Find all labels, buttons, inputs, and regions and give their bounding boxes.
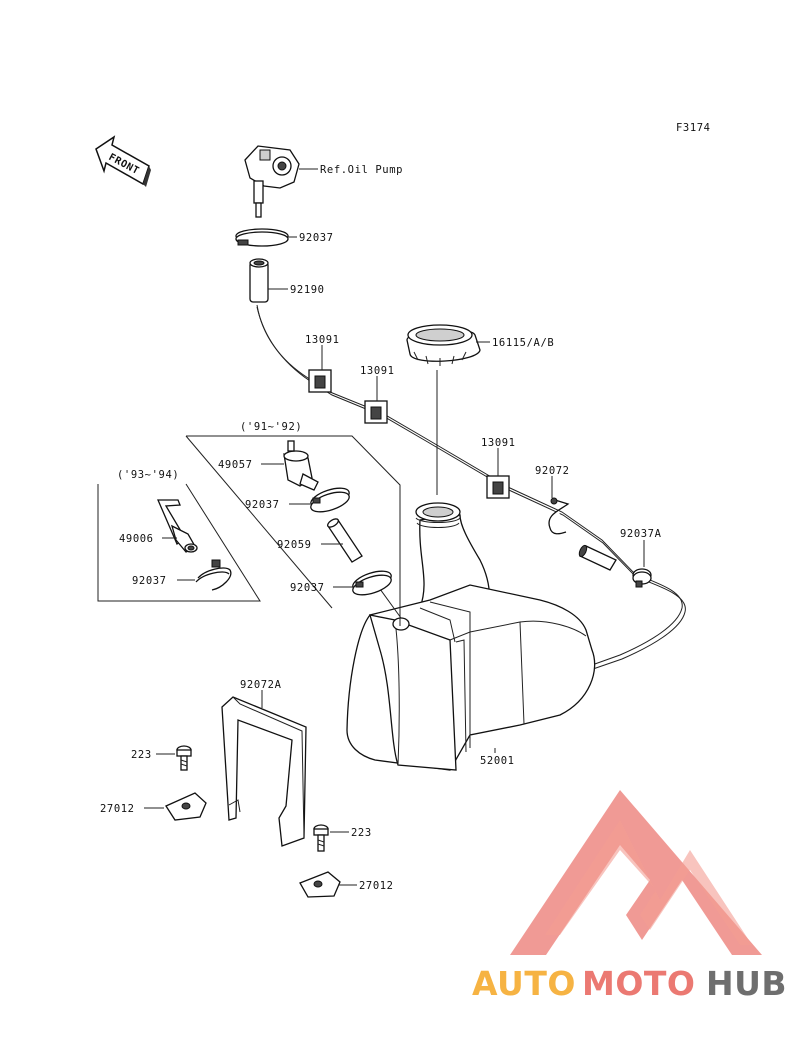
- bolt-223-left: [176, 745, 192, 771]
- label-13091-a: 13091: [305, 334, 340, 346]
- label-52001: 52001: [480, 755, 515, 767]
- hose-clamp-top: [235, 228, 289, 247]
- front-arrow: FRONT: [95, 135, 151, 187]
- oil-pump: [244, 145, 300, 218]
- band-92072a: [221, 696, 307, 847]
- fitting-49006: [157, 499, 198, 553]
- label-223-right: 223: [351, 827, 372, 839]
- label-92037-91b: 92037: [290, 582, 325, 594]
- label-13091-c: 13091: [481, 437, 516, 449]
- label-92072a: 92072A: [240, 679, 282, 691]
- group-box-93-94: [97, 483, 261, 602]
- label-13091-b: 13091: [360, 365, 395, 377]
- plate-27012-left: [165, 792, 207, 821]
- hose-clamp-91a: [310, 487, 350, 513]
- label-223-left: 223: [131, 749, 152, 761]
- hose-clamp-91b: [352, 570, 392, 596]
- bolt-223-right: [313, 824, 329, 852]
- hose-segment: [578, 544, 617, 571]
- watermark-logo: AUTO MOTO HUB: [472, 790, 787, 1003]
- label-16115: 16115/A/B: [492, 337, 554, 349]
- group-label-91-92: ('91~'92): [240, 421, 302, 433]
- label-92059: 92059: [277, 539, 312, 551]
- plate-27012-right: [299, 871, 341, 898]
- oil-hose-upper: [249, 258, 269, 303]
- bracket-13091-b: [364, 400, 388, 424]
- label-49057: 49057: [218, 459, 253, 471]
- label-92037-top: 92037: [299, 232, 334, 244]
- label-92190: 92190: [290, 284, 325, 296]
- hose-clamp-92037a: [632, 568, 652, 588]
- watermark-hub: HUB: [706, 964, 787, 1003]
- bracket-13091-c: [486, 475, 510, 499]
- label-27012-left: 27012: [100, 803, 135, 815]
- figure-code: F3174: [676, 122, 711, 134]
- pipe-92059: [327, 518, 363, 563]
- label-92037-91a: 92037: [245, 499, 280, 511]
- label-92037a: 92037A: [620, 528, 662, 540]
- group-box-91-92: [185, 435, 401, 626]
- label-49006: 49006: [119, 533, 154, 545]
- bracket-13091-a: [308, 369, 332, 393]
- ref-oil-pump-label: Ref.Oil Pump: [320, 164, 403, 176]
- tank-cap: [406, 324, 481, 366]
- group-label-93-94: ('93~'94): [117, 469, 179, 481]
- label-27012-right: 27012: [359, 880, 394, 892]
- watermark-moto: MOTO: [582, 964, 695, 1003]
- clip-92072: [548, 497, 570, 535]
- label-92072: 92072: [535, 465, 570, 477]
- oil-filter-49057: [283, 440, 319, 491]
- label-92037-93: 92037: [132, 575, 167, 587]
- hose-clamp-93: [195, 559, 232, 591]
- oil-tank: [346, 502, 596, 771]
- watermark-auto: AUTO: [472, 964, 576, 1003]
